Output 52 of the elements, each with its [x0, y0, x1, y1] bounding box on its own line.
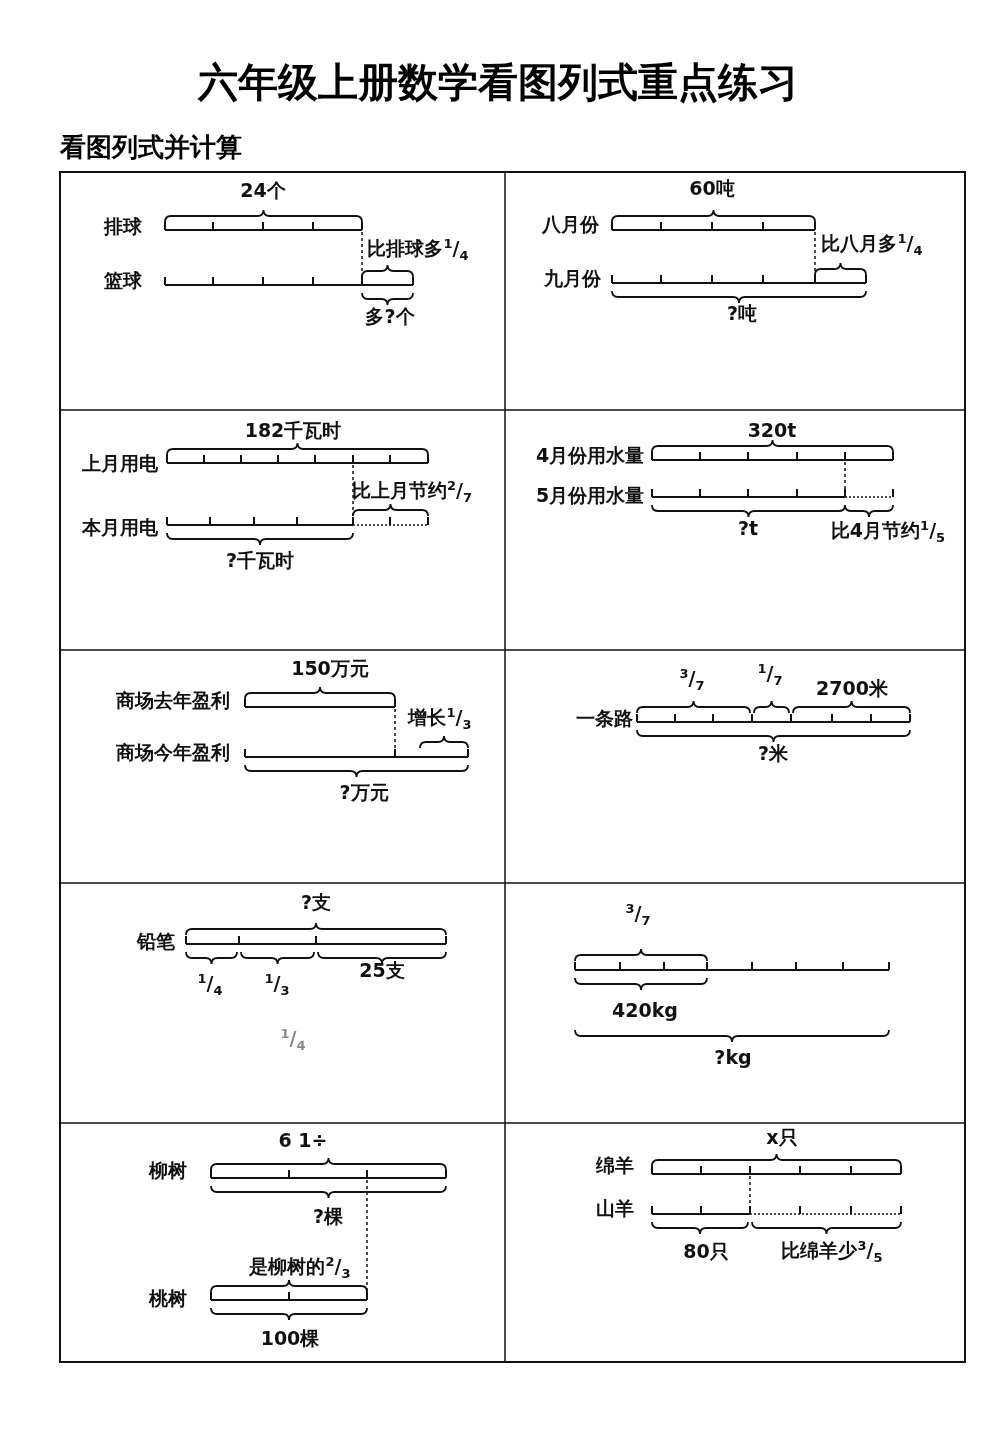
row-label: 绵羊	[596, 1154, 634, 1176]
row-label: 4月份用水量	[535, 444, 645, 466]
quantity-label: 320t	[747, 419, 797, 441]
section-heading: 看图列式并计算	[60, 131, 242, 164]
row-label: 柳树	[149, 1159, 187, 1181]
quantity-label: 150万元	[291, 657, 369, 679]
fraction-label: 比上月节约$^{2}$/$_{7}$	[352, 478, 472, 506]
quantity-label: 420kg	[612, 999, 678, 1021]
quantity-label: 25支	[359, 959, 405, 981]
fraction-label: 比4月节约$^{1}$/$_{5}$	[830, 518, 946, 546]
row-label: 5月份用水量	[535, 484, 645, 506]
fraction-label: 比绵羊少$^{3}$/$_{5}$	[781, 1238, 883, 1266]
quantity-label: 多?个	[365, 305, 415, 327]
quantity-label: 6 1÷	[278, 1129, 328, 1151]
quantity-label: ?支	[301, 891, 331, 913]
quantity-label: 80只	[683, 1240, 729, 1262]
fraction-label: 比排球多$^{1}$/$_{4}$	[367, 236, 469, 264]
quantity-label: ?万元	[339, 781, 389, 803]
fraction-label: 增长$^{1}$/$_{3}$	[408, 705, 472, 733]
quantity-label: ?t	[737, 517, 759, 539]
quantity-label: ?千瓦时	[226, 549, 294, 571]
row-label: 商场去年盈利	[116, 689, 230, 711]
row-label: 九月份	[543, 267, 601, 289]
row-label: 商场今年盈利	[116, 741, 230, 763]
quantity-label: 182千瓦时	[244, 419, 342, 441]
row-label: 篮球	[104, 269, 142, 291]
fraction-label: $^{1}$/$_{4}$	[280, 1026, 306, 1054]
row-label: 铅笔	[137, 930, 175, 952]
fraction-label: 比八月多$^{1}$/$_{4}$	[821, 231, 923, 259]
fraction-label: $^{1}$/$_{4}$	[197, 971, 223, 999]
row-label: 桃树	[149, 1287, 187, 1309]
fraction-label: $^{3}$/$_{7}$	[625, 901, 651, 929]
quantity-label: 2700米	[816, 677, 888, 699]
quantity-label: ?kg	[714, 1046, 752, 1068]
row-label: 排球	[104, 215, 142, 237]
quantity-label: ?吨	[727, 302, 757, 324]
fraction-label: $^{3}$/$_{7}$	[679, 666, 705, 694]
page-title: 六年级上册数学看图列式重点练习	[196, 58, 799, 107]
row-label: 八月份	[541, 213, 599, 235]
quantity-label: ?棵	[313, 1205, 343, 1227]
quantity-label: 24个	[240, 179, 286, 201]
row-label: 本月用电	[82, 516, 158, 538]
quantity-label: 60吨	[689, 177, 735, 199]
row-label: 一条路	[575, 707, 633, 729]
row-label: 山羊	[596, 1197, 634, 1219]
fraction-label: 是柳树的$^{2}$/$_{3}$	[249, 1254, 351, 1282]
quantity-label: ?米	[758, 742, 788, 764]
fraction-label: $^{1}$/$_{7}$	[757, 661, 783, 689]
row-label: 上月用电	[82, 452, 158, 474]
quantity-label: x只	[766, 1126, 798, 1148]
quantity-label: 100棵	[260, 1327, 320, 1349]
fraction-label: $^{1}$/$_{3}$	[264, 971, 290, 999]
